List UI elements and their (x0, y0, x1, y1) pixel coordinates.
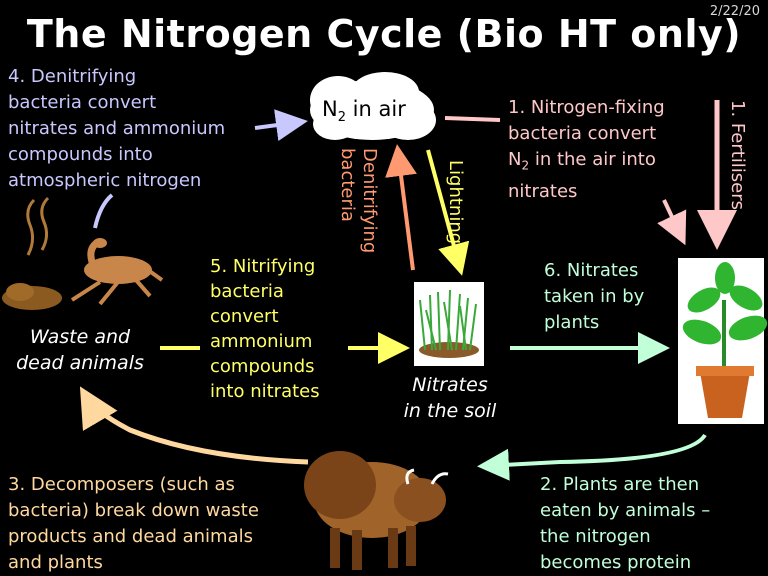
arrow-to-cloud (254, 109, 308, 142)
arrow-animal-to-waste (79, 386, 309, 465)
step5-text: 5. Nitrifying bacteria convert ammonium … (210, 256, 320, 402)
arrow-step4-connector (93, 193, 114, 229)
step3-text: 3. Decomposers (such as bacteria) break … (8, 474, 259, 573)
slide-date: 2/22/20 (709, 4, 760, 19)
plant-image (678, 258, 768, 424)
arrow-step1-to-plant (657, 199, 687, 246)
cloud-label: N2 in air (322, 97, 406, 126)
step4-text: 4. Denitrifying bacteria convert nitrate… (8, 66, 226, 191)
step2-text: 2. Plants are then eaten by animals – th… (540, 474, 711, 573)
lightning-label: Lightning (445, 160, 466, 245)
denitrifying-label: Denitrifying bacteria (337, 148, 380, 254)
page-title: The Nitrogen Cycle (Bio HT only) (26, 12, 742, 56)
arrow-cloud-to-step1 (444, 116, 501, 122)
fertilisers-label: 1. Fertilisers (727, 100, 748, 211)
arrow-denitrifying (385, 144, 417, 271)
arrow-lightning (426, 149, 470, 276)
soil-label: Nitrates in the soil (403, 374, 497, 422)
step1-text: 1. Nitrogen-fixing bacteria convert N2 i… (508, 97, 665, 202)
cloud-shape (310, 72, 436, 140)
bison-image (304, 451, 449, 570)
waste-animal-image (2, 196, 164, 310)
arrow-plant-to-animal (477, 433, 707, 481)
step6-text: 6. Nitrates taken in by plants (544, 260, 645, 333)
soil-grass-image (414, 282, 484, 366)
waste-label: Waste and dead animals (16, 326, 144, 374)
